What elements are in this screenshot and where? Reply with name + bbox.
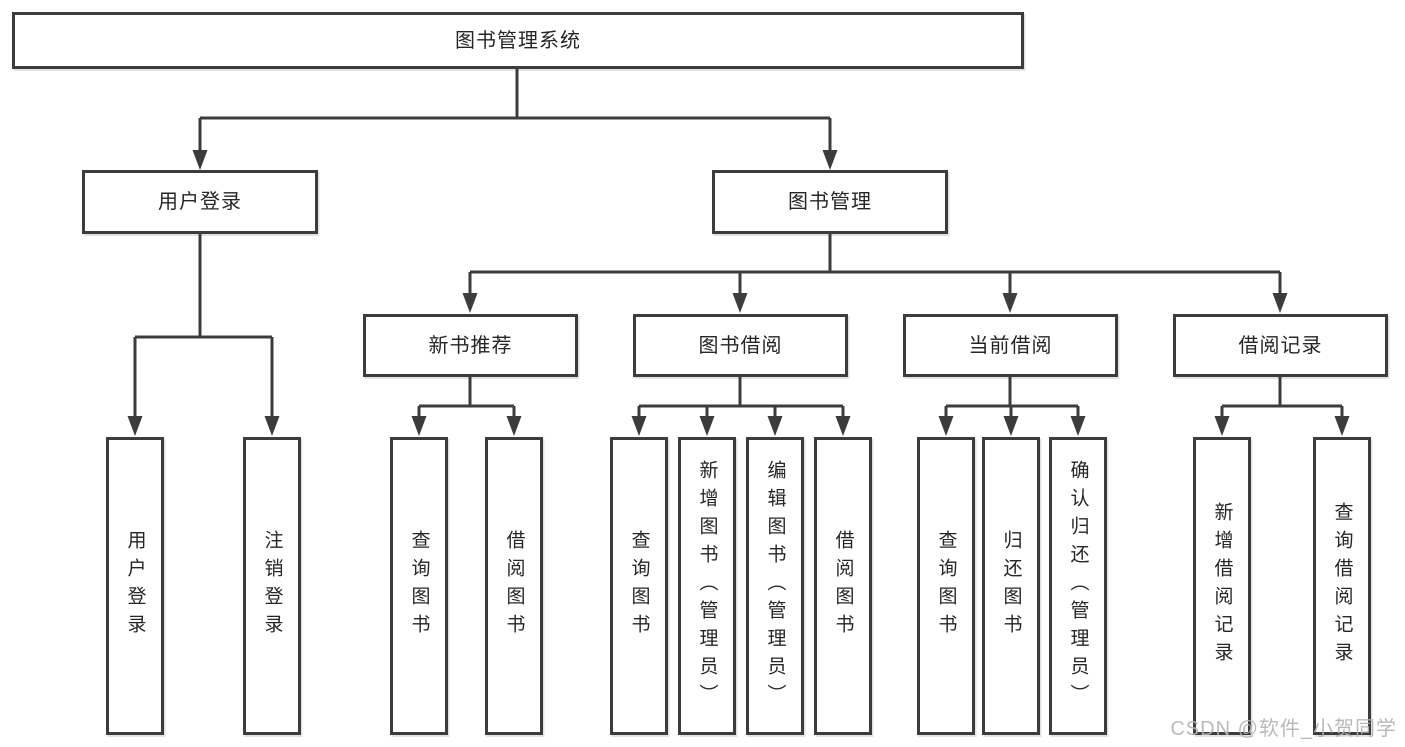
node-book-borrowing: 图书借阅 [633, 314, 848, 377]
node-label: 查询图书 [935, 530, 957, 642]
leaf-confirm-return-admin: 确认归还（管理员） [1049, 437, 1107, 735]
node-label: 图书管理系统 [455, 29, 581, 52]
leaf-logout: 注销登录 [243, 437, 301, 735]
node-new-book-recommend: 新书推荐 [363, 314, 578, 377]
node-label: 注销登录 [261, 530, 283, 642]
node-label: 新增借阅记录 [1211, 502, 1233, 670]
node-label: 用户登录 [158, 191, 242, 213]
node-label: 借阅记录 [1238, 334, 1323, 357]
node-label: 查询图书 [408, 530, 430, 642]
node-borrowing-records: 借阅记录 [1173, 314, 1388, 377]
leaf-edit-books-admin: 编辑图书（管理员） [746, 437, 804, 735]
leaf-add-books-admin: 新增图书（管理员） [678, 437, 736, 735]
leaf-query-books-current: 查询图书 [917, 437, 975, 735]
node-current-borrowing: 当前借阅 [903, 314, 1118, 377]
node-user-login-branch: 用户登录 [82, 170, 318, 234]
leaf-user-login: 用户登录 [106, 437, 164, 735]
leaf-query-books-recommend: 查询图书 [390, 437, 448, 735]
node-book-management-branch: 图书管理 [712, 170, 948, 234]
leaf-query-books-borrowing: 查询图书 [610, 437, 668, 735]
node-library-system-root: 图书管理系统 [12, 12, 1024, 69]
node-label: 编辑图书（管理员） [764, 460, 786, 712]
node-label: 新书推荐 [428, 334, 513, 357]
csdn-watermark: CSDN @软件_小贺同学 [1170, 718, 1397, 740]
node-label: 确认归还（管理员） [1067, 460, 1089, 712]
leaf-return-books: 归还图书 [982, 437, 1040, 735]
node-label: 查询借阅记录 [1331, 502, 1353, 670]
node-label: 新增图书（管理员） [696, 460, 718, 712]
leaf-borrow-books-recommend: 借阅图书 [485, 437, 543, 735]
node-label: 用户登录 [124, 530, 146, 642]
node-label: 图书管理 [788, 191, 872, 213]
node-label: 图书借阅 [698, 334, 783, 357]
node-label: 借阅图书 [832, 530, 854, 642]
node-label: 借阅图书 [503, 530, 525, 642]
node-label: 归还图书 [1000, 530, 1022, 642]
leaf-query-borrow-record: 查询借阅记录 [1313, 437, 1371, 735]
node-label: 查询图书 [628, 530, 650, 642]
leaf-borrow-books: 借阅图书 [814, 437, 872, 735]
node-label: 当前借阅 [968, 334, 1053, 357]
leaf-add-borrow-record: 新增借阅记录 [1193, 437, 1251, 735]
